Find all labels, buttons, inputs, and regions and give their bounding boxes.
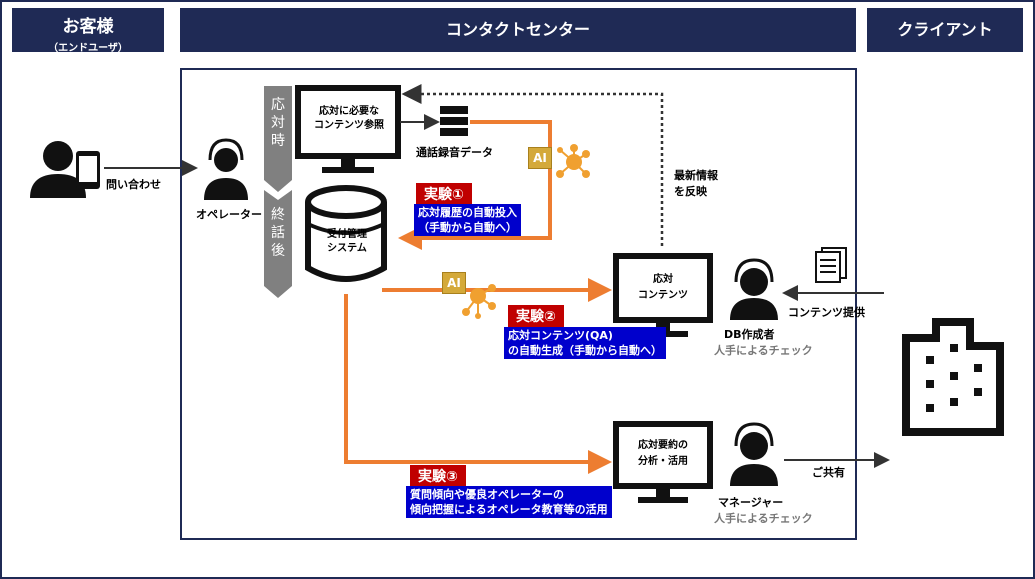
manager-label: マネージャー (718, 496, 784, 509)
share-label: ご共有 (812, 466, 845, 479)
header-customer-title: お客様 (62, 17, 114, 37)
experiment2-desc-line2: の自動生成（手動から自動へ） (508, 344, 662, 357)
operator-label: オペレーター (196, 208, 262, 221)
summary-analysis-label: 応対要約の 分析・活用 (638, 440, 688, 467)
experiment1-desc: 応対履歴の自動投入 （手動から自動へ） (414, 204, 521, 236)
manager-headset-icon (730, 422, 778, 486)
experiment3-tag: 実験③ (410, 465, 466, 487)
latest-info-label: 最新情報 を反映 (674, 169, 718, 198)
header-customer-subtitle: （エンドユーザ） (48, 43, 128, 54)
manual-check-label: 人手によるチェック (714, 344, 813, 357)
experiment1-tag: 実験① (416, 183, 472, 205)
header-customer: お客様 （エンドユーザ） (12, 8, 164, 54)
call-recording-label: 通話録音データ (416, 146, 493, 159)
content-provision-label: コンテンツ提供 (788, 306, 865, 319)
monitor-icon (295, 85, 401, 173)
document-icon (815, 247, 847, 283)
ai-badge: AI (442, 272, 466, 294)
ai-badge: AI (528, 147, 552, 169)
latest-info-dotted-arrow (401, 84, 664, 246)
monitor-icon (613, 421, 713, 503)
monitor-ref-label: 応対に必要な コンテンツ参照 (314, 106, 384, 131)
phase-during-label: 応対時 (271, 97, 285, 149)
response-content-label: 応対 コンテンツ (638, 274, 688, 301)
experiment2-desc: 応対コンテンツ(QA) の自動生成（手動から自動へ） (504, 327, 666, 359)
phase-after-label: 終話後 (271, 207, 285, 259)
db-creator-headset-icon (730, 258, 778, 320)
experiment1-loop (398, 120, 552, 250)
phase-during-chevron (264, 86, 292, 192)
experiment2-tag: 実験② (508, 305, 564, 327)
experiment3-desc: 質問傾向や優良オペレーターの 傾向把握によるオペレータ教育等の活用 (406, 486, 612, 518)
operator-headset-icon (204, 138, 248, 200)
reception-system-label: 受付管理 システム (327, 229, 367, 254)
inquiry-label: 問い合わせ (106, 178, 161, 191)
experiment3-desc-line1: 質問傾向や優良オペレーターの (410, 488, 564, 501)
experiment1-desc-line1: 応対履歴の自動投入 (418, 206, 517, 219)
database-icon (305, 185, 387, 282)
phase-after-chevron (264, 190, 292, 298)
manual-check-label: 人手によるチェック (714, 512, 813, 525)
server-icon (440, 106, 468, 136)
experiment1-desc-line2: （手動から自動へ） (418, 221, 517, 234)
customer-person-icon (30, 141, 86, 198)
header-contact-center: コンタクトセンター (180, 8, 856, 52)
building-icon (902, 318, 1004, 436)
smartphone-icon (76, 151, 100, 189)
ai-network-icon (462, 284, 496, 319)
header-client: クライアント (867, 8, 1023, 52)
db-creator-label: DB作成者 (724, 328, 775, 341)
contact-center-box (180, 68, 857, 540)
ai-network-icon (556, 144, 590, 178)
experiment3-desc-line2: 傾向把握によるオペレータ教育等の活用 (410, 503, 608, 516)
experiment2-desc-line1: 応対コンテンツ(QA) (508, 329, 613, 342)
experiment3-arrow (344, 294, 612, 474)
